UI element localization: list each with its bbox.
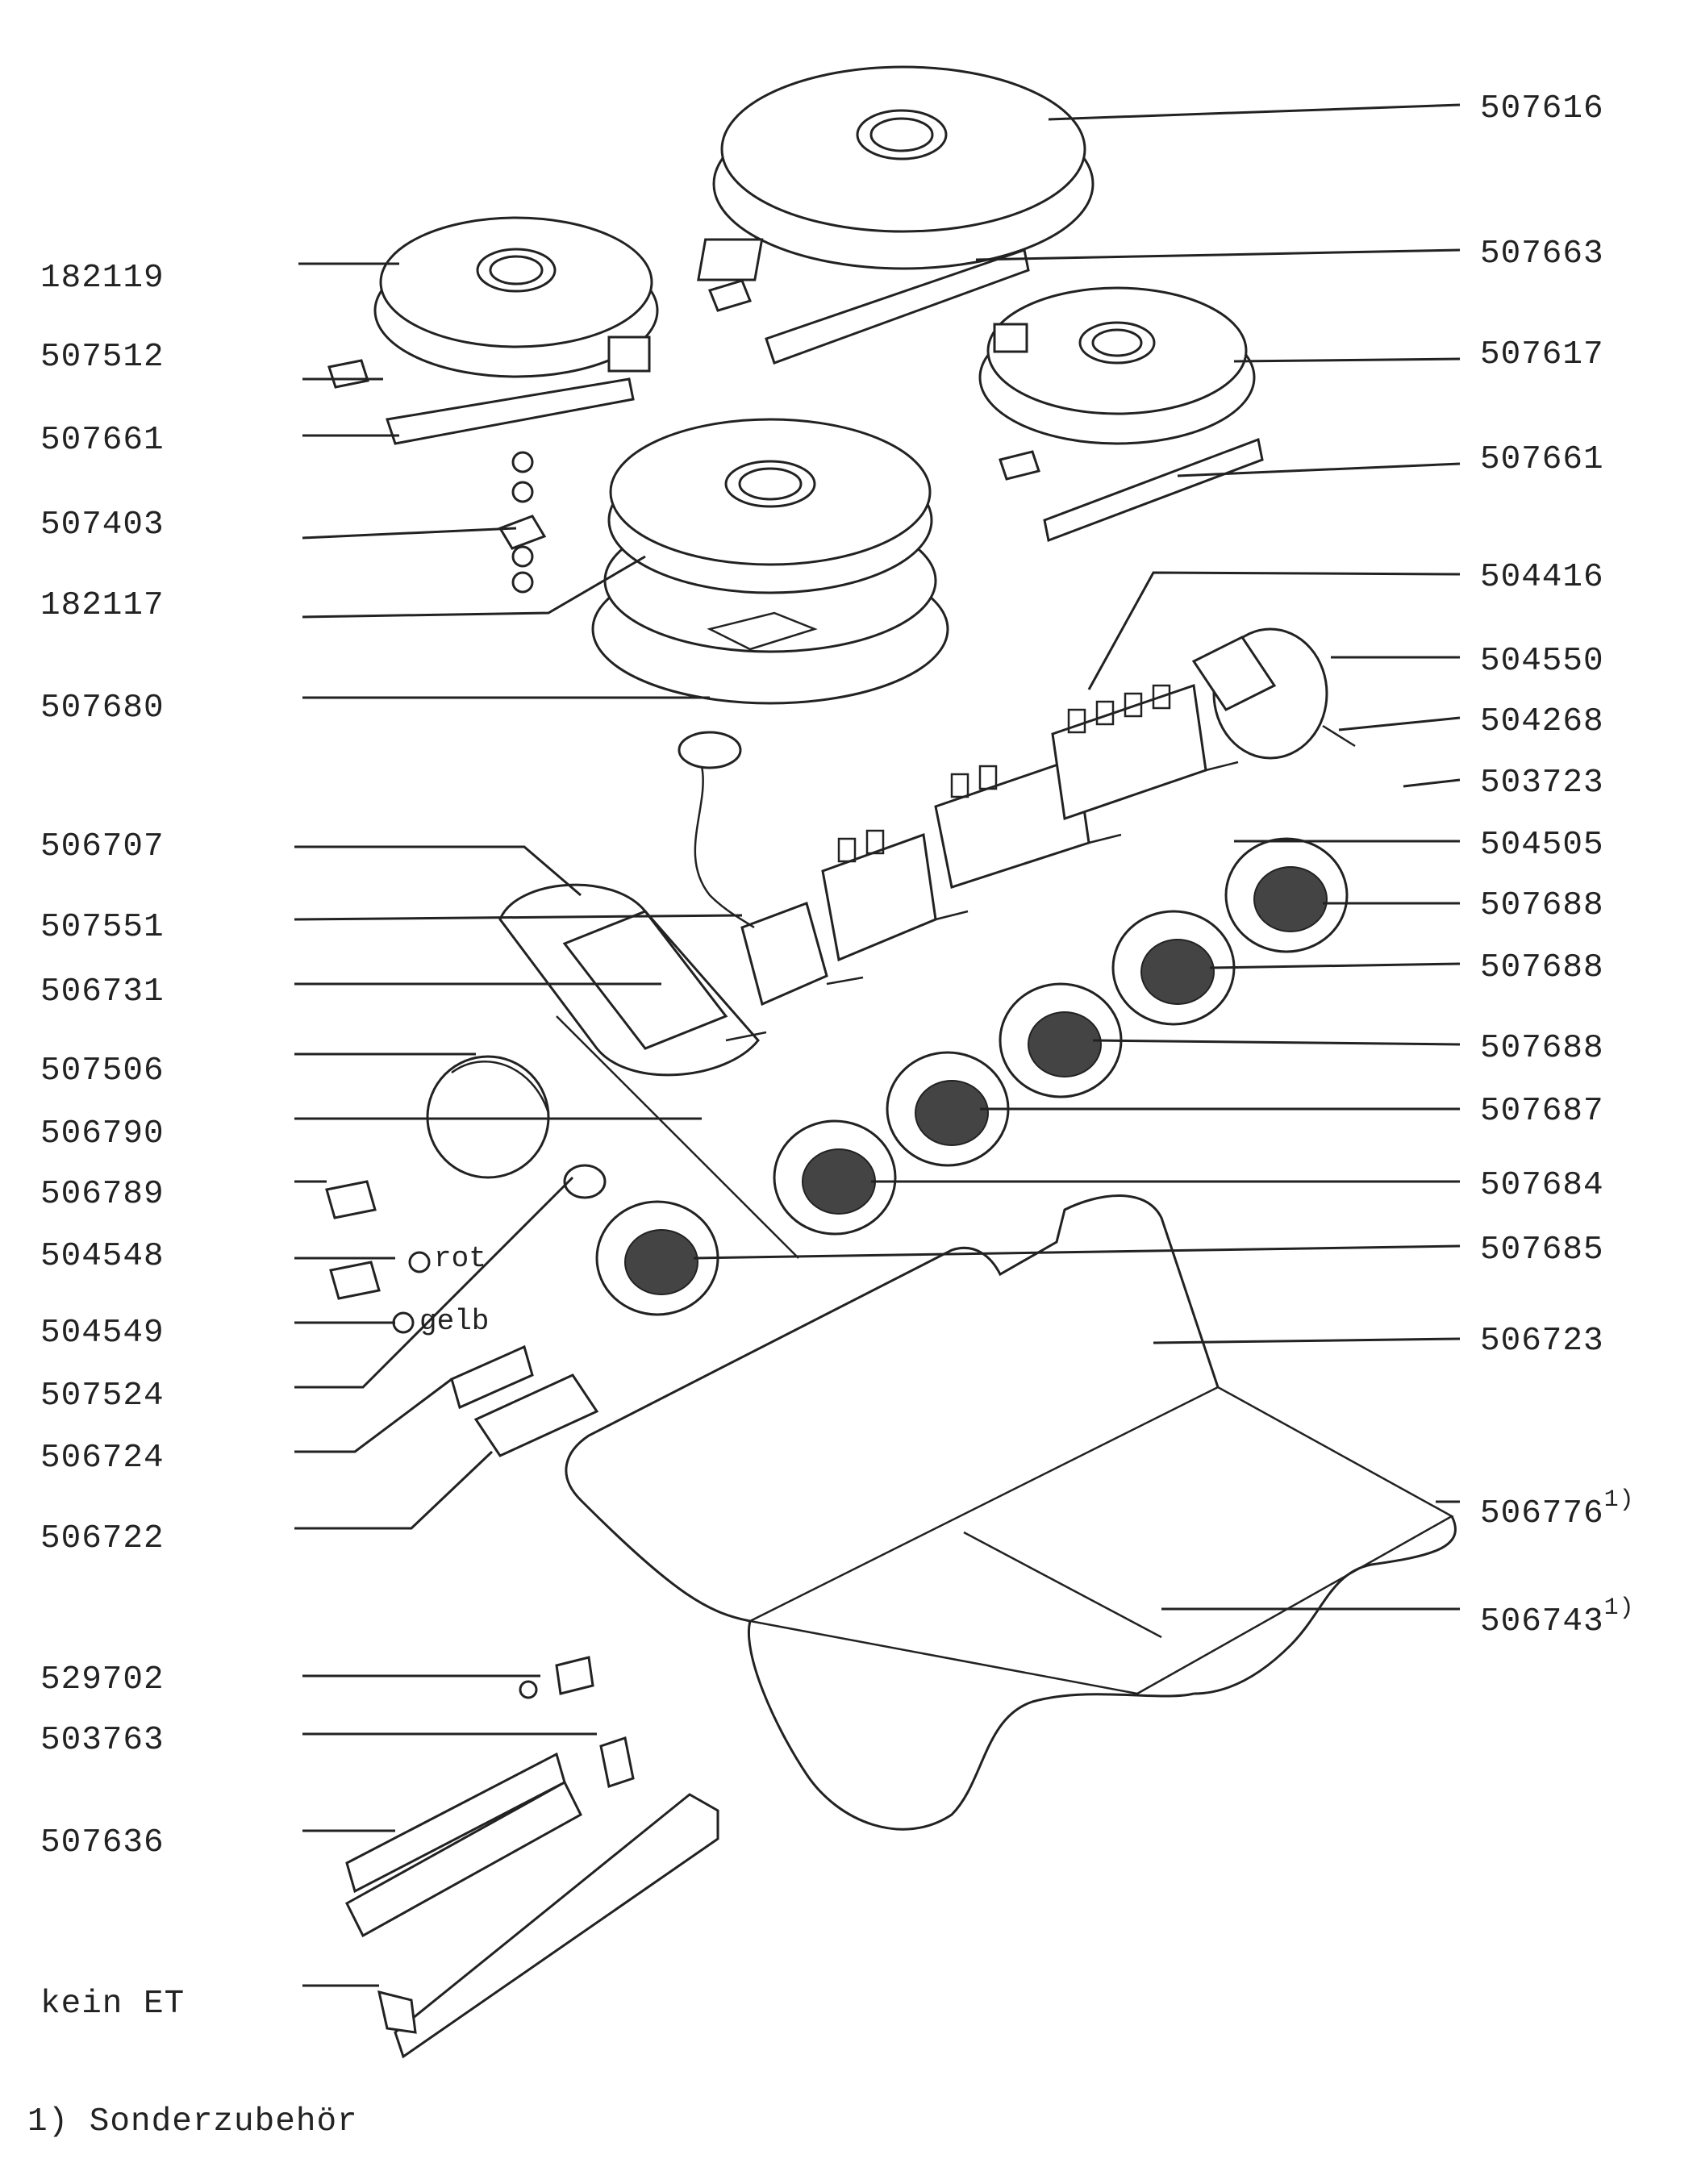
- wire-tag-yellow: gelb: [419, 1305, 490, 1338]
- timer: [426, 1055, 550, 1179]
- hotplate-large-back: [697, 65, 1095, 365]
- label-left-21: kein ET: [40, 1986, 186, 2023]
- oven-heating-elements: [565, 1194, 1457, 1831]
- label-left-02: 507512: [40, 339, 165, 376]
- hotplate-small-right: [978, 286, 1264, 543]
- label-right-02: 507663: [1480, 235, 1604, 273]
- label-left-20: 507636: [40, 1824, 165, 1861]
- label-left-03: 507661: [40, 422, 165, 459]
- label-right-05: 504416: [1480, 559, 1604, 596]
- knob-1: [1224, 837, 1349, 953]
- part-number: 506776: [1480, 1495, 1604, 1532]
- knob-4: [886, 1051, 1010, 1167]
- label-right-15: 507685: [1480, 1232, 1604, 1269]
- wire-tag-red: rot: [434, 1242, 486, 1275]
- label-left-12: 506789: [40, 1176, 165, 1213]
- oven-selector-switch: [498, 883, 767, 1077]
- label-left-08: 507551: [40, 909, 165, 946]
- pilot-lamp-holder: [1191, 627, 1356, 760]
- label-left-11: 506790: [40, 1115, 165, 1152]
- knob-5: [773, 1119, 897, 1236]
- label-left-04: 507403: [40, 506, 165, 544]
- hotplate-medium-front: [591, 418, 949, 705]
- left-leader-lines: [294, 262, 743, 1987]
- energy-regulators: [821, 683, 1239, 962]
- knob-2: [1111, 910, 1236, 1026]
- label-left-16: 506724: [40, 1440, 165, 1477]
- knob-6: [595, 1200, 719, 1316]
- label-left-13: 504548: [40, 1238, 165, 1275]
- label-left-15: 507524: [40, 1378, 165, 1415]
- label-left-17: 506722: [40, 1520, 165, 1557]
- footnote: 1) Sonderzubehör: [27, 2103, 358, 2140]
- label-left-01: 182119: [40, 260, 165, 297]
- footnote-marker: 1): [1603, 1594, 1635, 1622]
- label-left-10: 507506: [40, 1052, 165, 1090]
- right-leader-lines: [693, 103, 1461, 1611]
- label-left-19: 503763: [40, 1722, 165, 1759]
- label-right-11: 507688: [1480, 949, 1604, 986]
- connectors: [325, 1164, 607, 1457]
- label-right-12: 507688: [1480, 1030, 1604, 1067]
- label-right-18: 5067431): [1480, 1594, 1635, 1640]
- label-right-13: 507687: [1480, 1093, 1604, 1130]
- footnote-marker: 1): [1603, 1486, 1635, 1514]
- probe-rod: [556, 1015, 799, 1259]
- label-right-08: 503723: [1480, 765, 1604, 802]
- screw-stack: [498, 451, 547, 594]
- label-left-18: 529702: [40, 1661, 165, 1698]
- label-left-07: 506707: [40, 828, 165, 865]
- part-number: 506743: [1480, 1603, 1604, 1640]
- label-left-05: 182117: [40, 587, 165, 624]
- terminal-block: [345, 1656, 719, 2059]
- label-right-10: 507688: [1480, 887, 1604, 924]
- label-right-14: 507684: [1480, 1167, 1604, 1204]
- label-right-03: 507617: [1480, 336, 1604, 373]
- label-left-14: 504549: [40, 1315, 165, 1352]
- label-right-17: 5067761): [1480, 1486, 1635, 1532]
- thermostat: [678, 731, 864, 1007]
- label-left-06: 507680: [40, 690, 165, 727]
- control-knobs: [595, 837, 1349, 1316]
- label-right-06: 504550: [1480, 643, 1604, 680]
- label-right-16: 506723: [1480, 1323, 1604, 1360]
- label-right-09: 504505: [1480, 827, 1604, 864]
- label-left-09: 506731: [40, 973, 165, 1011]
- label-right-07: 504268: [1480, 703, 1604, 740]
- label-right-01: 507616: [1480, 90, 1604, 127]
- knob-3: [999, 982, 1123, 1098]
- label-right-04: 507661: [1480, 441, 1604, 478]
- hotplate-small-left: [327, 216, 659, 445]
